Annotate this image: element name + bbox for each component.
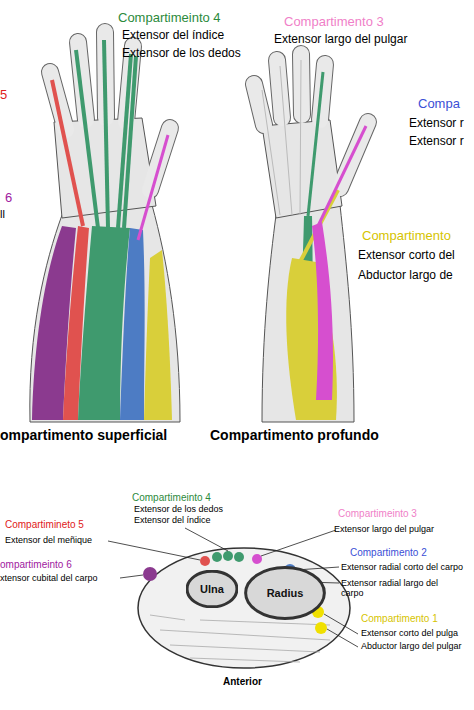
label-text: Compartimento 2 [350,547,427,559]
label-text: Compartimento 3 [284,15,384,30]
tendon [262,90,280,215]
leader-line [185,528,228,551]
label-text: Compartimento [362,229,451,244]
leader-line [120,575,143,578]
bone-oval: Radius [244,566,326,620]
bone-oval: Ulna [186,570,238,608]
label-text: Extensor largo del pulgar [274,33,407,47]
green-tendons [76,40,136,228]
deep-forearm [254,54,368,422]
pink-muscle [312,222,333,400]
compartment-4-dot [212,552,222,562]
tendon [76,50,98,228]
hatch-line [190,658,300,662]
label-text: Abductor largo de [358,269,453,283]
pink-tendon [318,126,366,226]
label-text: 6 [5,191,12,206]
leader-lines [108,528,358,647]
label-text: Extensor del índice [122,29,224,43]
bone-name: Ulna [200,583,224,595]
label-text: Compartimeinto 4 [132,492,211,504]
label-text: Extensor de los dedos [134,504,223,514]
bone-outline [246,568,325,619]
label-text: Extensor de los dedos [122,47,241,61]
compartment-5-dot [200,556,210,566]
green-tendon [308,72,323,216]
label-text: ompartimento superficial [0,427,167,443]
tendon [104,40,108,228]
tendon [124,56,136,228]
compartment-1-dot [315,622,327,634]
hatch-line [160,630,330,640]
label-text: 5 [0,88,7,103]
hatch-line [150,615,185,620]
cross-section [108,528,358,668]
finger [277,60,282,118]
label-text: Extensor radial largo del carpo [341,578,459,599]
fingers [254,54,368,188]
pink-tendon [138,135,168,240]
label-text: Compartimineto 5 [5,519,84,531]
blue-muscle [120,228,145,420]
superficial-forearm [30,32,180,422]
bone-outline [187,571,237,607]
leader-line [108,541,200,560]
section-hatching [150,615,330,662]
label-text: Extensor del índice [134,515,211,525]
forearm-outline [262,205,354,422]
leader-line [324,614,358,634]
section-outline [138,548,350,668]
tendon [300,60,301,215]
finger [277,60,282,118]
label-text: ompartimeinto 6 [0,559,72,571]
label-text: Anterior [223,676,262,688]
tendon [280,66,292,215]
label-text: Extensor del meñique [5,535,92,545]
red-tendon [52,80,83,226]
label-text: Extensor corto del pulga [361,628,458,638]
label-text: Extensor r [409,117,464,131]
label-text: Extensor r [409,135,464,149]
label-text: Compartimeinto 3 [338,508,417,520]
label-text: Extensor corto del [358,249,455,263]
label-text: xtensor cubital del carpo [0,573,98,583]
label-text: Extensor largo del pulgar [334,524,434,534]
leader-line [327,629,358,647]
yellow-muscle [144,250,172,420]
forearm-outline [30,205,180,422]
bone-name: Radius [267,587,304,599]
hand-tendons [262,60,301,215]
leader-line [261,530,336,556]
hatch-line [200,620,330,625]
label-text: Compartimento 1 [361,613,438,625]
compartment-4-dot [223,551,233,561]
label-text: Abductor largo del pulgar [361,641,462,651]
compartment-6-dot [143,567,157,581]
label-text: Extensor radial corto del carpo [341,562,463,572]
label-text: Compartimento profundo [210,427,379,443]
hatch-line [170,645,320,652]
label-text: ll [0,208,5,221]
label-text: Compa [418,97,460,112]
compartment-4-dot [234,552,244,562]
compartment-3-dot [252,554,262,564]
label-text: Compartimeinto 4 [118,11,221,26]
